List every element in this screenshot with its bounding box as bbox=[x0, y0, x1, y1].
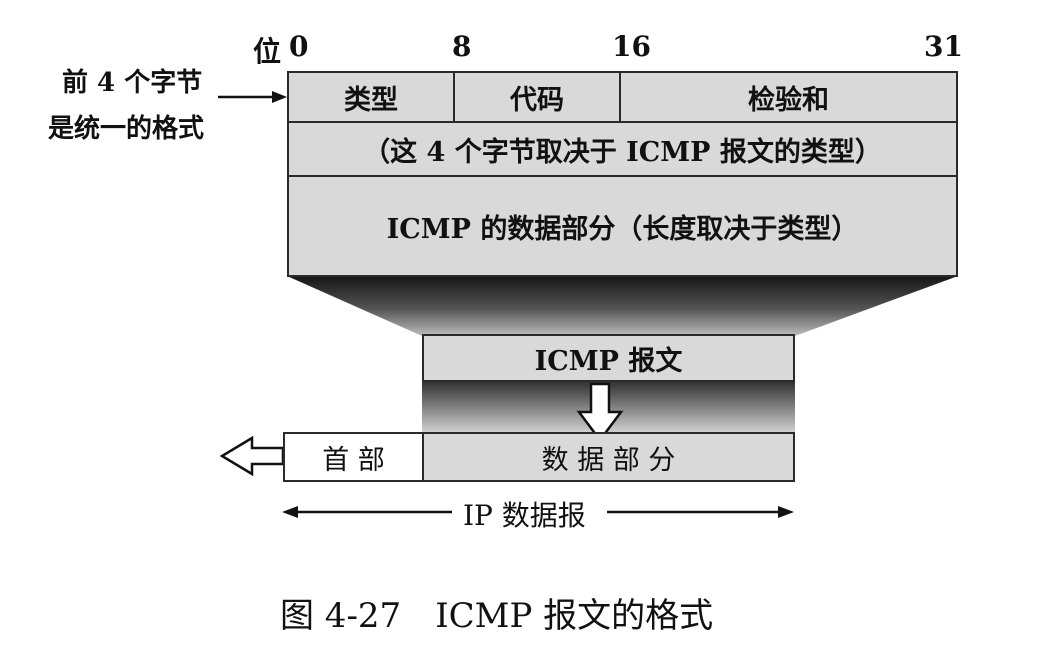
ip-header-cell: 首 部 bbox=[283, 432, 424, 482]
ip-span-arrow-left bbox=[282, 506, 298, 518]
ip-data-cell: 数 据 部 分 bbox=[422, 432, 795, 482]
ip-datagram-label: IP 数据报 bbox=[463, 499, 586, 532]
left-hollow-arrow bbox=[219, 435, 285, 477]
funnel-shadow bbox=[287, 276, 958, 336]
side-note-arrow-head bbox=[272, 91, 287, 103]
bit-position-16: 16 bbox=[612, 30, 651, 63]
field-code: 代码 bbox=[453, 71, 621, 123]
icmp-data-row: ICMP 的数据部分（长度取决于类型） bbox=[287, 175, 958, 277]
bit-position-0: 0 bbox=[289, 30, 309, 63]
bit-position-31: 31 bbox=[924, 30, 963, 63]
ip-span-arrow-right bbox=[778, 506, 794, 518]
type-dependent-row: （这 4 个字节取决于 ICMP 报文的类型） bbox=[287, 121, 958, 177]
field-type: 类型 bbox=[287, 71, 455, 123]
side-note-line-1: 前 4 个字节 bbox=[62, 68, 203, 98]
field-checksum: 检验和 bbox=[619, 71, 958, 123]
figure-caption: 图 4-27 ICMP 报文的格式 bbox=[280, 596, 714, 636]
down-hollow-arrow bbox=[576, 382, 624, 443]
icmp-message-bar: ICMP 报文 bbox=[422, 334, 795, 382]
bit-label: 位 bbox=[253, 35, 282, 68]
bit-position-8: 8 bbox=[452, 30, 472, 63]
side-note-line-2: 是统一的格式 bbox=[48, 114, 205, 144]
